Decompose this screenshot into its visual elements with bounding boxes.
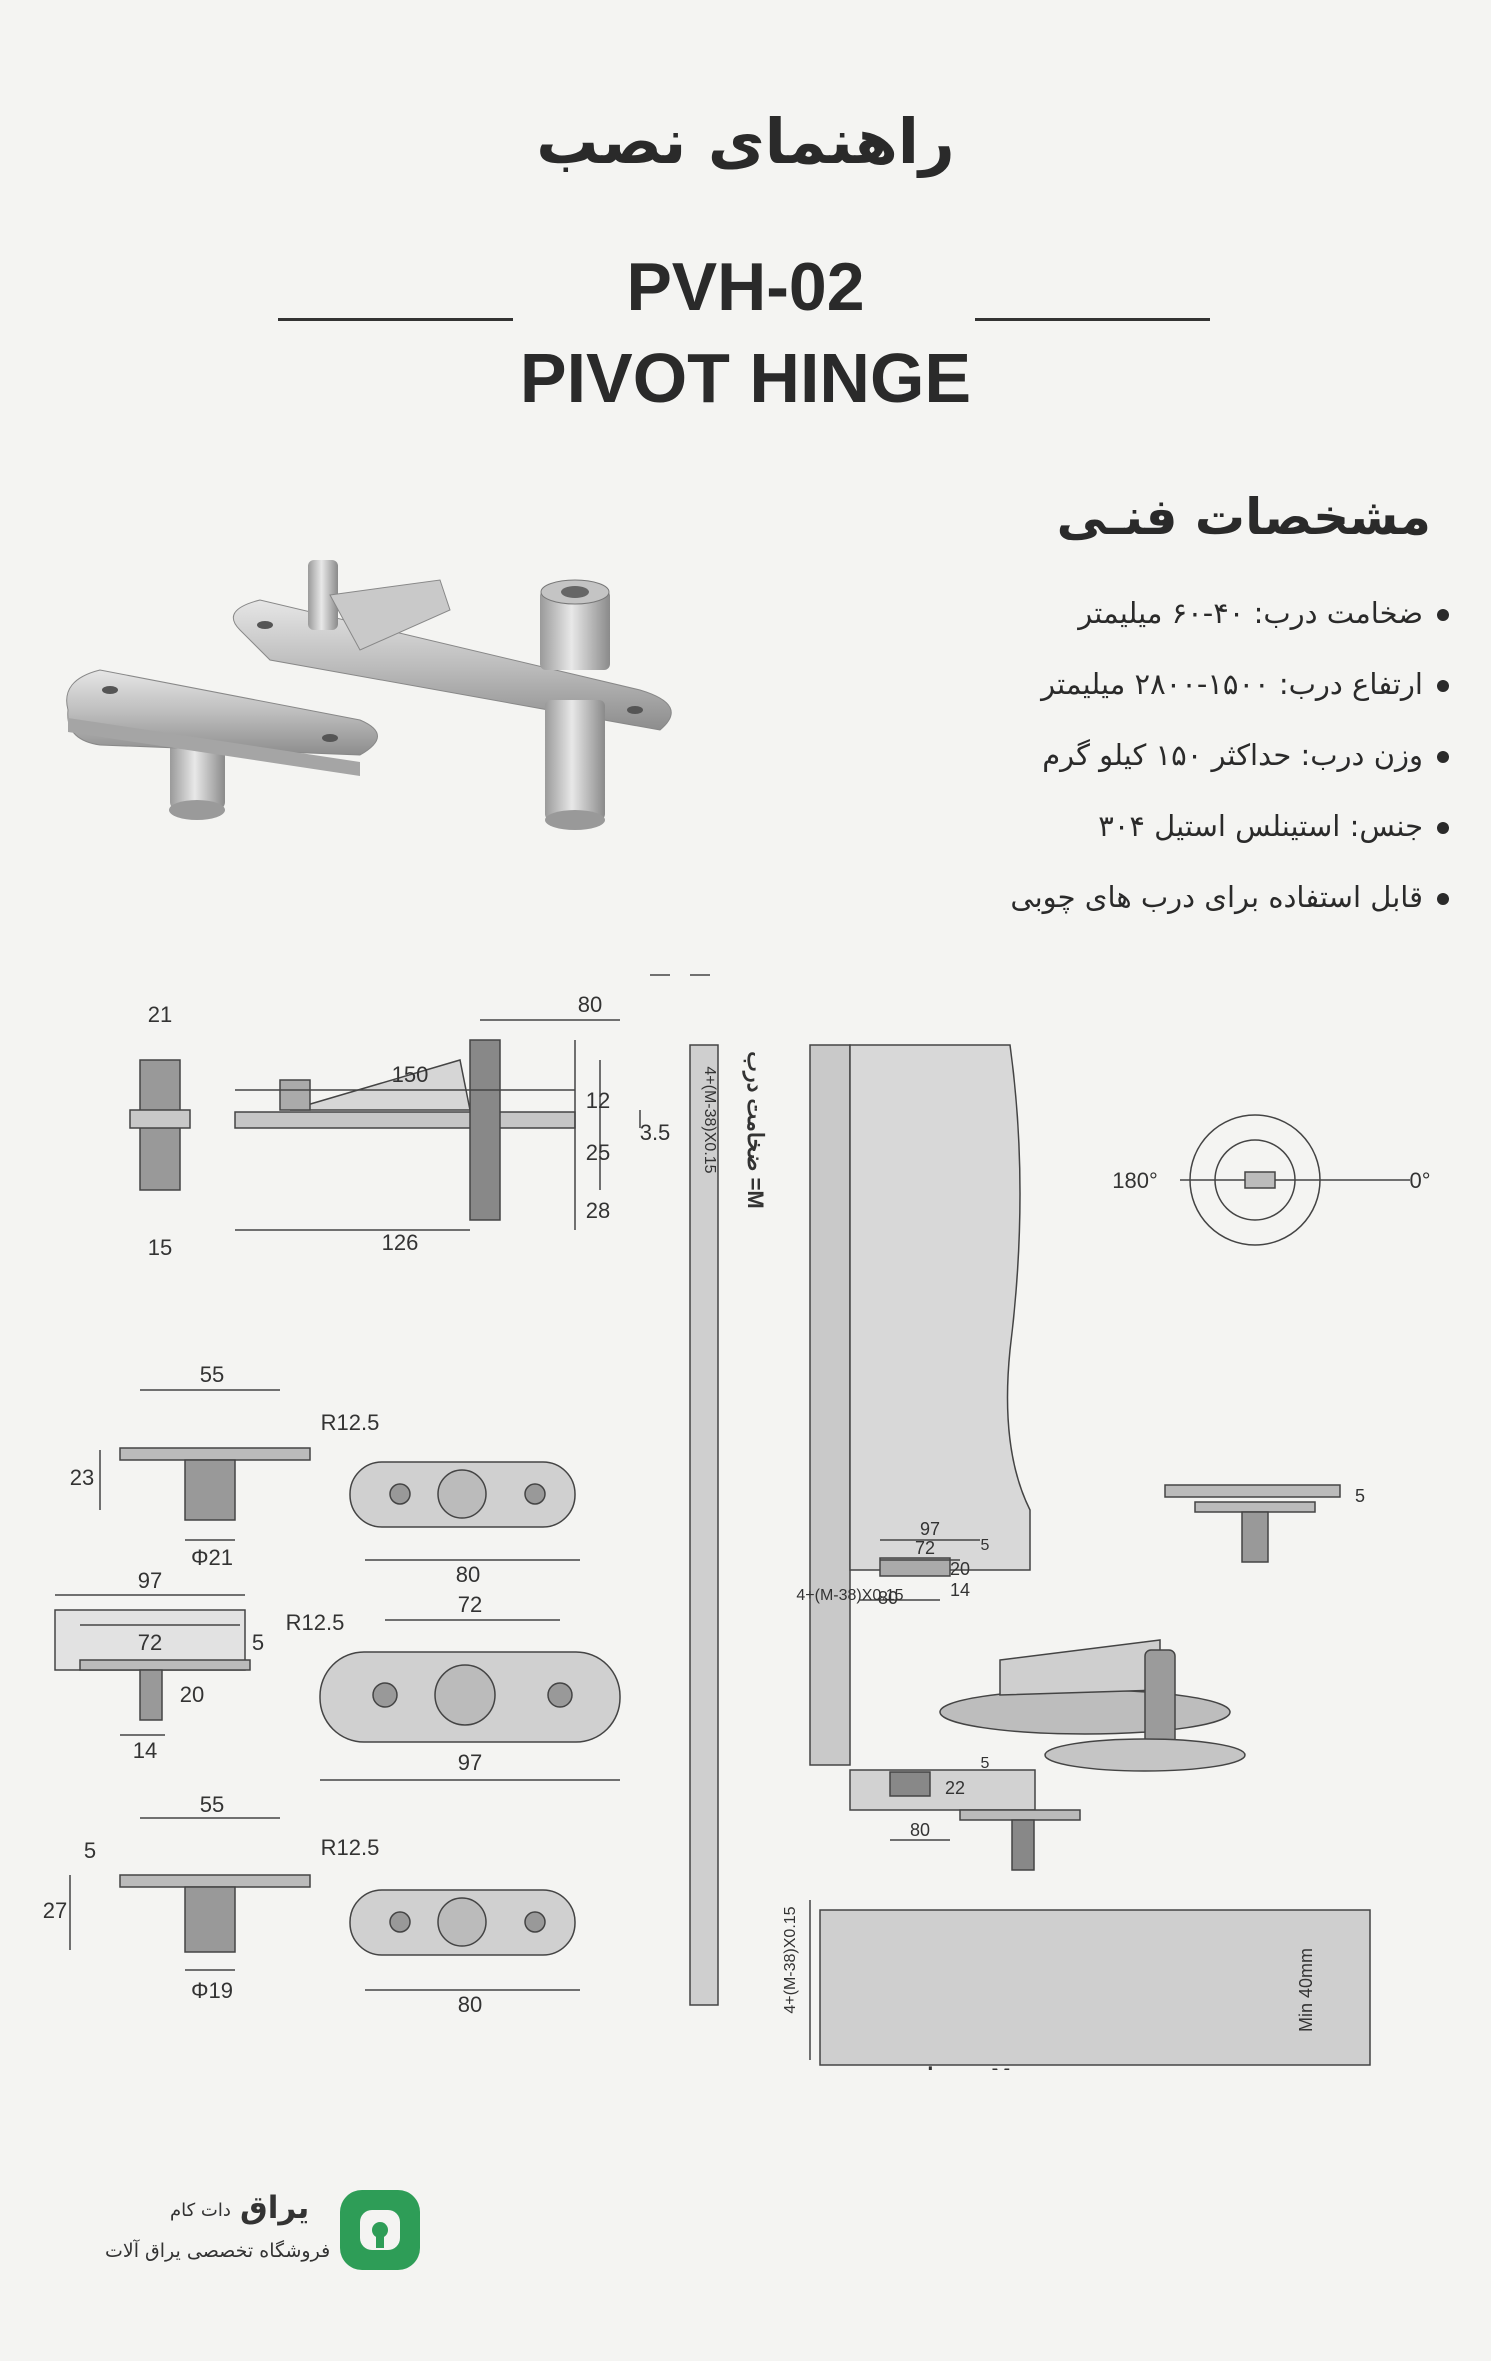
specs-title: مشخصات فنـی	[1056, 488, 1431, 546]
formula-label: 4+(M-38)X0.15	[782, 1906, 799, 2013]
logo-suffix: دات کام	[170, 2200, 231, 2221]
dim-label: 20	[950, 1559, 970, 1579]
dim-label: 80	[910, 1820, 930, 1840]
dim-label: 80	[878, 1588, 898, 1608]
dim-label: 14	[133, 1738, 157, 1763]
dim-label: 5	[981, 1755, 990, 1772]
dim-label: 21	[148, 1002, 172, 1027]
spec-item: ارتفاع درب: ۱۵۰۰-۲۸۰۰ میلیمتر	[749, 649, 1449, 720]
dim-label: R12.5	[321, 1835, 380, 1860]
dim-label: 80	[456, 1562, 480, 1587]
dim-label: 23	[70, 1465, 94, 1490]
dim-label: Φ19	[191, 1978, 233, 2003]
dim-label: 15	[148, 1235, 172, 1260]
model-number: PVH-02	[626, 249, 865, 325]
dim-label: 28	[586, 1198, 610, 1223]
dim-label: 80	[578, 992, 602, 1017]
thickness-label: ضخامت درب =M	[742, 1051, 768, 1209]
dim-label: 27	[43, 1898, 67, 1923]
bullet-icon	[1437, 609, 1449, 621]
dim-label: R12.5	[321, 1410, 380, 1435]
angle-label: 180°	[1112, 1168, 1158, 1193]
dim-label: 20	[180, 1682, 204, 1707]
dim-label: 72	[915, 1538, 935, 1558]
dim-label: 14	[950, 1580, 970, 1600]
dim-label: 72	[138, 1630, 162, 1655]
dim-label: 12	[586, 1088, 610, 1113]
dim-label: 5	[252, 1630, 264, 1655]
divider-left	[278, 318, 513, 321]
product-name: PIVOT HINGE	[519, 339, 972, 417]
bullet-icon	[1437, 680, 1449, 692]
brand-logo-icon	[340, 2190, 420, 2270]
dim-label: 97	[138, 1568, 162, 1593]
dim-label: Min 40mm	[1296, 1948, 1316, 2032]
dim-label: 55	[200, 1362, 224, 1387]
dim-label: 5	[1355, 1486, 1365, 1506]
formula-label: 4+(M-38)X0.15	[701, 1066, 718, 1173]
spec-item: ضخامت درب: ۴۰-۶۰ میلیمتر	[749, 578, 1449, 649]
thickness-label: ضخامت درب =M	[839, 2064, 1011, 2070]
page-title: راهنمای نصب	[536, 105, 955, 178]
angle-label: 0°	[1409, 1168, 1430, 1193]
spec-item: وزن درب: حداکثر ۱۵۰ کیلو گرم	[749, 720, 1449, 791]
technical-drawing: 21 15 150 80 12 25 28 3.5 126 55 23 Φ21 …	[43, 974, 1431, 2070]
logo-tagline: فروشگاه تخصصی یراق آلات	[105, 2240, 331, 2262]
spec-item: جنس: استینلس استیل ۳۰۴	[749, 791, 1449, 862]
spec-item: قابل استفاده برای درب های چوبی	[749, 862, 1449, 933]
dim-label: 3.5	[640, 1120, 671, 1145]
bullet-icon	[1437, 822, 1449, 834]
dim-label: 80	[458, 1992, 482, 2017]
dim-label: 5	[981, 1537, 990, 1554]
dim-label: 55	[200, 1792, 224, 1817]
dim-label: Φ21	[191, 1545, 233, 1570]
product-photo	[66, 560, 672, 830]
divider-right	[975, 318, 1210, 321]
dim-label: 150	[392, 1062, 429, 1087]
specs-list: ضخامت درب: ۴۰-۶۰ میلیمتر ارتفاع درب: ۱۵۰…	[749, 578, 1449, 933]
dim-label: 97	[458, 1750, 482, 1775]
dim-label: 126	[382, 1230, 419, 1255]
bullet-icon	[1437, 893, 1449, 905]
logo-name: یراق	[240, 2190, 310, 2226]
dim-label: 97	[920, 1519, 940, 1539]
dim-label: 22	[945, 1778, 965, 1798]
formula-label: 4+(M-38)X0.15	[796, 1587, 903, 1604]
dim-label: 5	[84, 1838, 96, 1863]
bullet-icon	[1437, 751, 1449, 763]
dim-label: R12.5	[286, 1610, 345, 1635]
dim-label: 25	[586, 1140, 610, 1165]
dim-label: 72	[458, 1592, 482, 1617]
